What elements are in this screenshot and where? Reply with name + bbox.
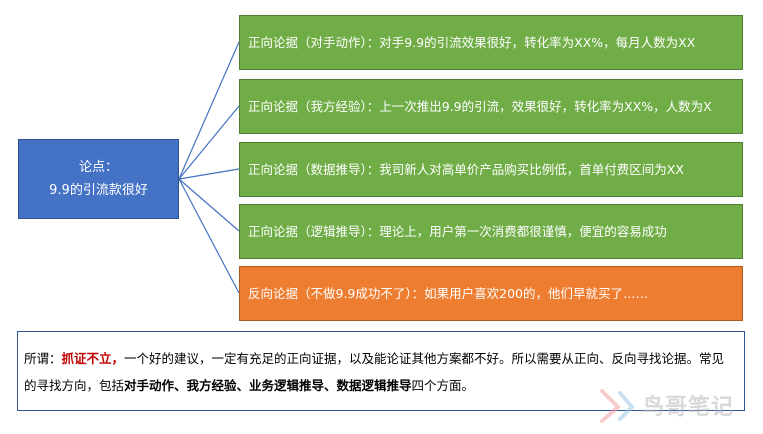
argument-text: 反向论据（不做9.9成功不了）：如果用户喜欢200的，他们早就买了…… <box>248 285 648 301</box>
watermark-text: 鸟哥笔记 <box>642 395 735 420</box>
note-bold-terms: 对手动作、我方经验、业务逻辑推导、数据逻辑推导 <box>124 378 412 393</box>
note-prefix: 所谓： <box>24 351 62 366</box>
explanation-note: 所谓：抓证不立，一个好的建议，一定有充足的正向证据，以及能论证其他方案都不好。所… <box>17 331 745 411</box>
argument-box-experience: 正向论据（我方经验）：上一次推出9.9的引流，效果很好，转化率为XX%，人数为X <box>239 79 743 134</box>
connector-line <box>178 178 240 232</box>
connector-line <box>178 105 240 180</box>
argument-box-logic: 正向论据（逻辑推导）：理论上，用户第一次消费都很谨慎，便宜的容易成功 <box>239 204 743 259</box>
argument-box-data: 正向论据（数据推导）：我司新人对高单价产品购买比例低，首单付费区间为XX <box>239 142 743 197</box>
connector-line <box>178 41 240 180</box>
argument-box-counter: 反向论据（不做9.9成功不了）：如果用户喜欢200的，他们早就买了…… <box>239 266 743 321</box>
claim-title: 论点： <box>78 159 118 175</box>
argument-text: 正向论据（对手动作）：对手9.9的引流效果很好，转化率为XX%，每月人数为XX <box>248 34 696 50</box>
claim-box: 论点： 9.9的引流款很好 <box>18 139 179 219</box>
argument-text: 正向论据（逻辑推导）：理论上，用户第一次消费都很谨慎，便宜的容易成功 <box>248 223 667 239</box>
connector-line <box>178 178 240 294</box>
watermark: 鸟哥笔记 <box>598 385 748 425</box>
connector-line <box>178 168 240 180</box>
note-highlight: 抓证不立， <box>61 351 125 366</box>
argument-text: 正向论据（数据推导）：我司新人对高单价产品购买比例低，首单付费区间为XX <box>248 161 684 177</box>
share-logo-icon <box>600 389 635 423</box>
note-text: 一个好的建议，一定有充足的正向证据，以及能论证其他方案都不好。所以需要从正向、反… <box>24 351 725 393</box>
claim-text: 9.9的引流款很好 <box>49 183 148 198</box>
argument-box-competitor: 正向论据（对手动作）：对手9.9的引流效果很好，转化率为XX%，每月人数为XX <box>239 15 743 70</box>
note-text-end: 四个方面。 <box>411 378 475 393</box>
argument-text: 正向论据（我方经验）：上一次推出9.9的引流，效果很好，转化率为XX%，人数为X <box>248 98 712 114</box>
